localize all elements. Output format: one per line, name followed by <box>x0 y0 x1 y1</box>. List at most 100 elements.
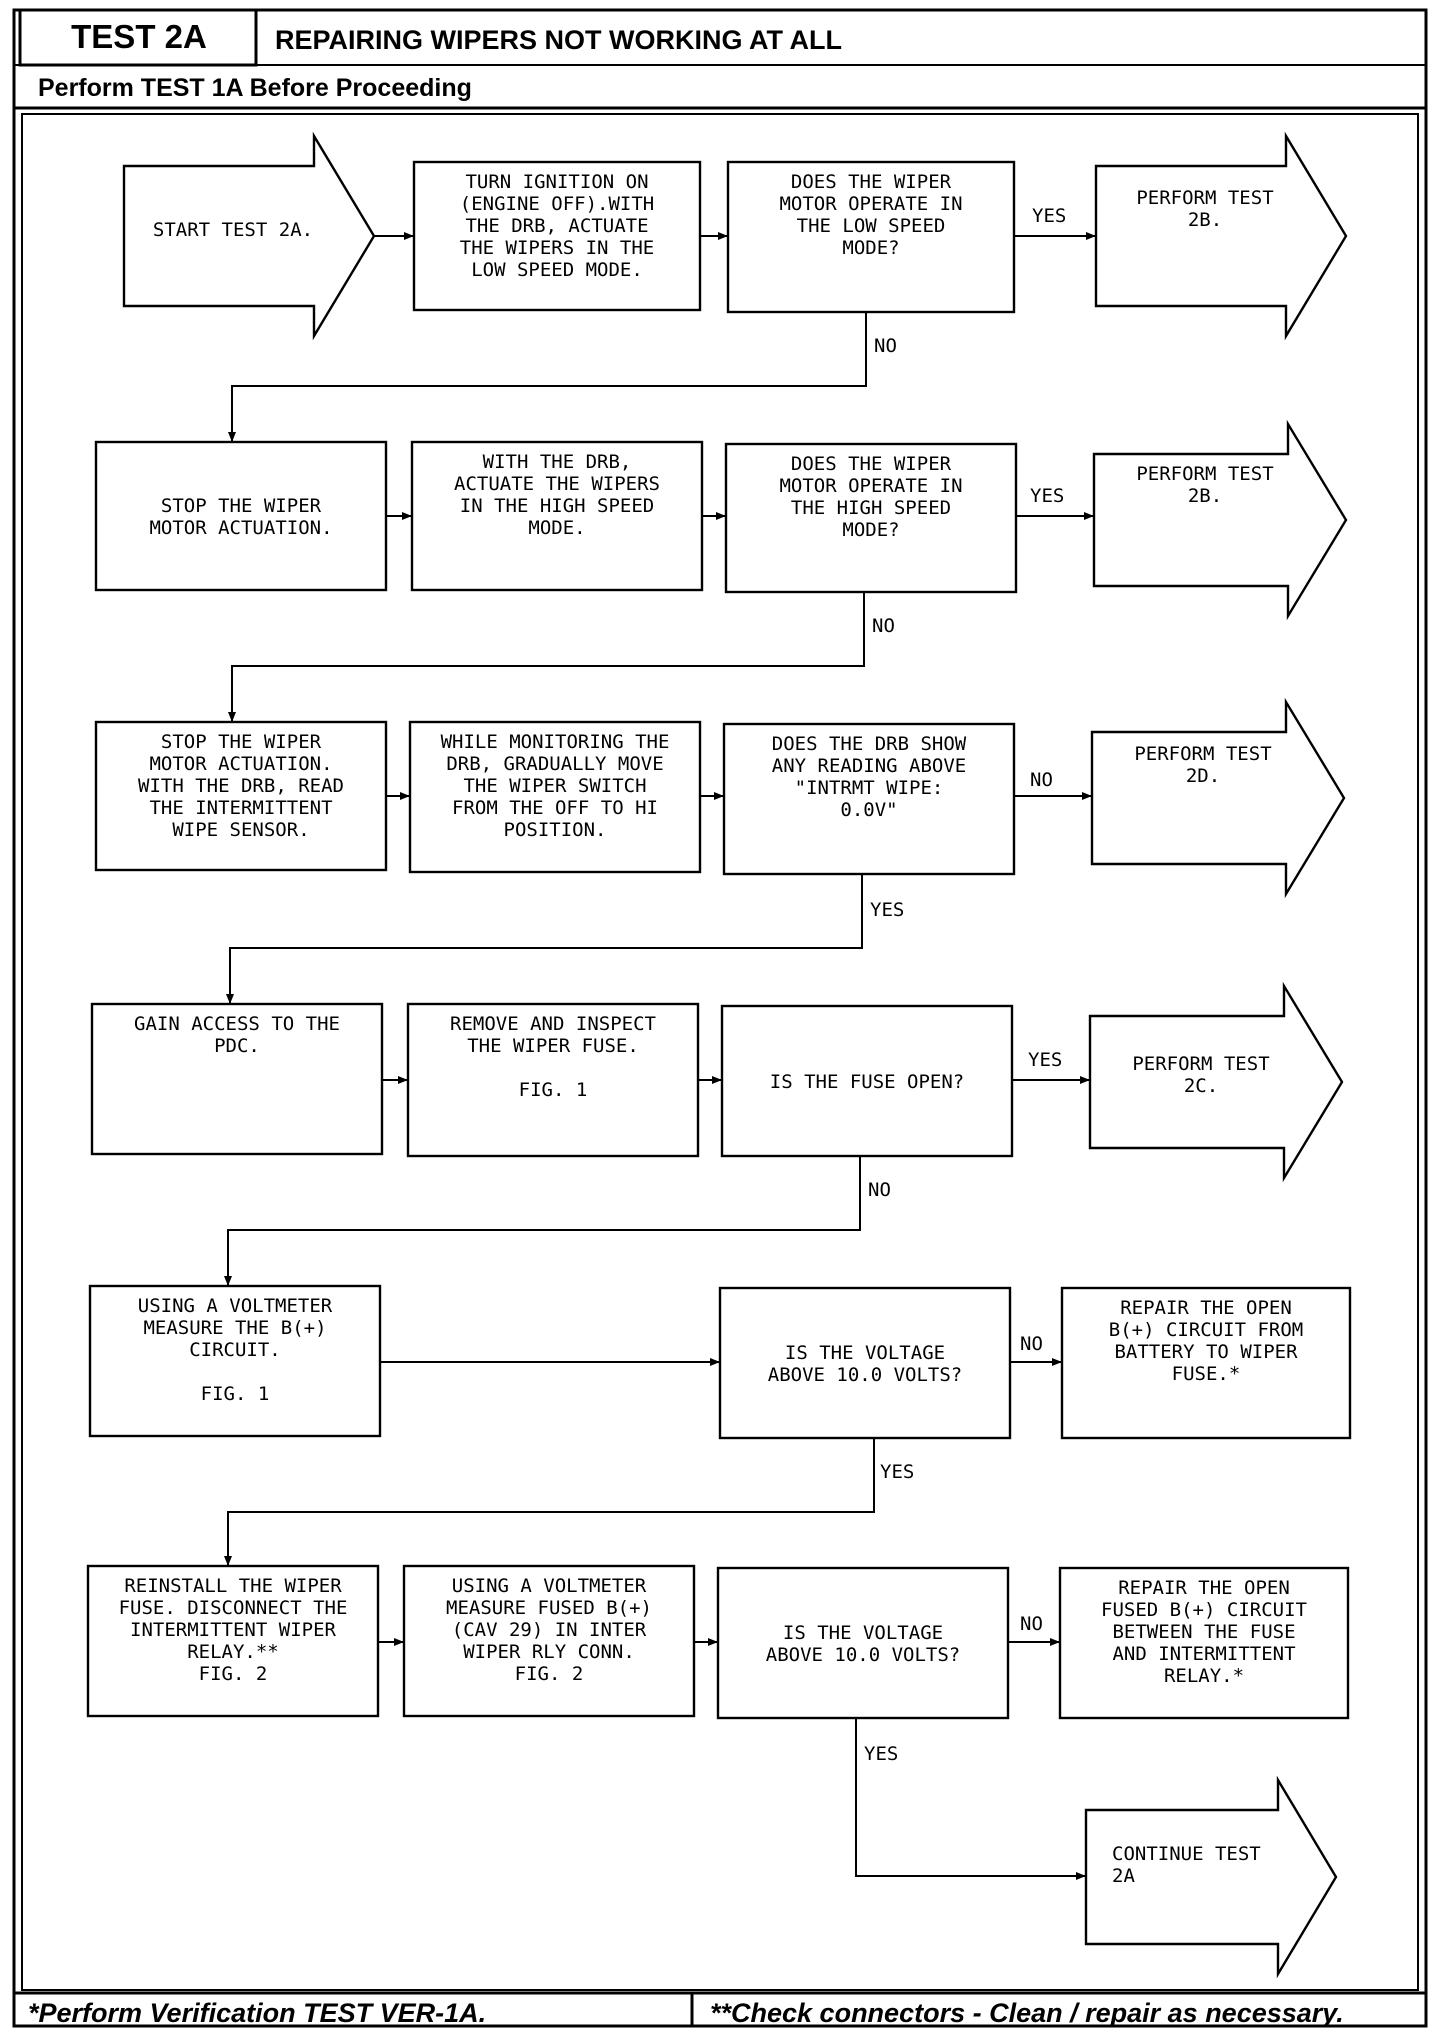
flow-connectors <box>224 232 1096 1880</box>
node-text-line: THE INTERMITTENT <box>149 797 332 819</box>
node-text-line: WITH THE DRB, <box>483 451 632 473</box>
node-text-line: USING A VOLTMETER <box>452 1575 647 1597</box>
node-text-line: IS THE FUSE OPEN? <box>770 1071 964 1093</box>
box-r2-question <box>724 442 1018 594</box>
edge-label-r2-yes: YES <box>1030 485 1064 507</box>
box-r1-action <box>412 160 702 312</box>
arrow-box-r2-result <box>1092 419 1348 621</box>
node-text-line: WIPER RLY CONN. <box>463 1641 635 1663</box>
connector-r2-no <box>228 592 865 722</box>
box-r3-stop <box>94 720 388 872</box>
arrow-box-r3-result <box>1090 697 1346 899</box>
node-text-line: THE LOW SPEED <box>797 215 946 237</box>
node-text-line: BETWEEN THE FUSE <box>1112 1621 1295 1643</box>
box-r3-question <box>722 722 1016 876</box>
arrow-box-continue <box>1084 1775 1338 1979</box>
arrow-box-r1-result <box>1094 131 1348 341</box>
node-text-line: ACTUATE THE WIPERS <box>454 473 660 495</box>
box-r2-stop <box>94 440 388 592</box>
node-text-line: MODE? <box>842 237 899 259</box>
box-r4-question <box>720 1004 1014 1158</box>
node-text-line: THE WIPERS IN THE <box>460 237 654 259</box>
box-r3-action <box>408 720 702 874</box>
box-r6-question <box>716 1566 1010 1720</box>
node-text-line: FIG. 1 <box>201 1383 270 1405</box>
node-text-line: POSITION. <box>504 819 607 841</box>
connector-r3-yes <box>226 874 863 1004</box>
node-text-line: THE WIPER FUSE. <box>467 1035 639 1057</box>
node-text-line: 2D. <box>1186 765 1220 787</box>
box-r6-reinstall <box>86 1564 380 1718</box>
box-r5-measure <box>88 1284 382 1438</box>
node-text-line: IS THE VOLTAGE <box>785 1342 945 1364</box>
edge-label-r5-no: NO <box>1020 1333 1043 1355</box>
node-text-line: FIG. 2 <box>199 1663 268 1685</box>
node-text-line: ABOVE 10.0 VOLTS? <box>768 1364 962 1386</box>
node-text-line: CIRCUIT. <box>189 1339 281 1361</box>
box-r1-question <box>726 160 1016 314</box>
node-text-line: THE WIPER SWITCH <box>463 775 646 797</box>
node-text-line: 2A <box>1112 1865 1135 1887</box>
node-text-line: FROM THE OFF TO HI <box>452 797 658 819</box>
edge-label-r6-no: NO <box>1020 1613 1043 1635</box>
node-text-line: FIG. 1 <box>519 1079 588 1101</box>
node-text-line: AND INTERMITTENT <box>1112 1643 1295 1665</box>
edge-label-r4-yes: YES <box>1028 1049 1062 1071</box>
node-text-line: RELAY.* <box>1164 1665 1244 1687</box>
node-text-line: DOES THE WIPER <box>791 171 952 193</box>
box-r6-repair <box>1058 1566 1350 1720</box>
node-text-line: THE DRB, ACTUATE <box>465 215 648 237</box>
node-r4-question: IS THE FUSE OPEN? <box>720 1004 1014 1158</box>
node-text-line: TURN IGNITION ON <box>465 171 648 193</box>
node-text-line: FUSE.* <box>1172 1363 1241 1385</box>
node-text-line: IN THE HIGH SPEED <box>460 495 654 517</box>
node-text-line: INTERMITTENT WIPER <box>130 1619 336 1641</box>
node-text-line: "INTRMT WIPE: <box>795 777 944 799</box>
box-r6-measure <box>402 1564 696 1718</box>
node-text-line: ANY READING ABOVE <box>772 755 966 777</box>
node-text-line: BATTERY TO WIPER <box>1114 1341 1298 1363</box>
node-text-line: DOES THE WIPER <box>791 453 952 475</box>
node-text-line: MODE? <box>842 519 899 541</box>
node-text-line: REINSTALL THE WIPER <box>124 1575 342 1597</box>
node-text-line: MODE. <box>528 517 585 539</box>
node-text-line: MOTOR ACTUATION. <box>149 517 332 539</box>
node-text-line: FIG. 2 <box>515 1663 584 1685</box>
node-text-line: PERFORM TEST <box>1132 1053 1269 1075</box>
node-text-line: START TEST 2A. <box>153 219 313 241</box>
edge-label-r2-no: NO <box>872 615 895 637</box>
edge-label-r3-no: NO <box>1030 769 1053 791</box>
node-text-line: 2B. <box>1188 485 1222 507</box>
node-text-line: GAIN ACCESS TO THE <box>134 1013 340 1035</box>
node-text-line: STOP THE WIPER <box>161 495 322 517</box>
connector-r6-yes <box>855 1718 1086 1880</box>
edge-label-r4-no: NO <box>868 1179 891 1201</box>
connector-r4-no <box>224 1156 861 1286</box>
node-text-line: STOP THE WIPER <box>161 731 322 753</box>
edge-label-r5-yes: YES <box>880 1461 914 1483</box>
test-title: REPAIRING WIPERS NOT WORKING AT ALL <box>275 25 842 55</box>
node-text-line: PERFORM TEST <box>1136 187 1273 209</box>
node-text-line: DOES THE DRB SHOW <box>772 733 967 755</box>
prerequisite-note: Perform TEST 1A Before Proceeding <box>38 74 472 102</box>
arrow-box-r4-result <box>1088 981 1344 1183</box>
node-text-line: RELAY.** <box>187 1641 279 1663</box>
node-text-line: FUSE. DISCONNECT THE <box>119 1597 348 1619</box>
